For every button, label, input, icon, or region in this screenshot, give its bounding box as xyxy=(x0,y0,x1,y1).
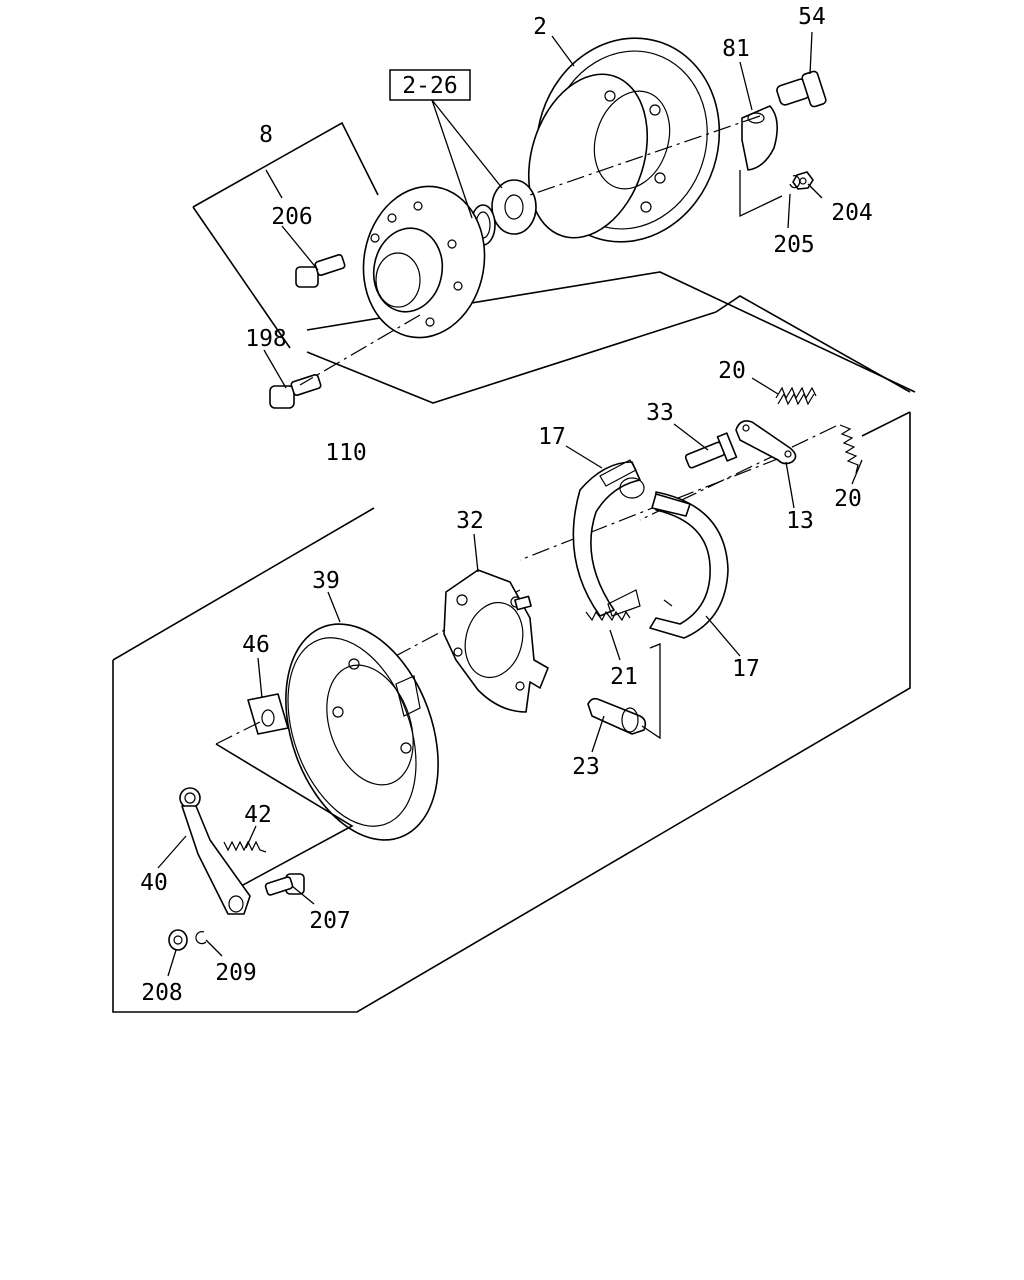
bolt-207 xyxy=(264,873,305,896)
spring-20-lower xyxy=(839,424,859,474)
backing-plate-32 xyxy=(443,569,549,713)
callout-21: 21 xyxy=(610,664,638,690)
callout-204: 204 xyxy=(831,200,873,226)
callout-46: 46 xyxy=(242,632,270,658)
callout-205: 205 xyxy=(773,232,815,258)
callout-20-upper: 20 xyxy=(718,358,746,384)
callout-206: 206 xyxy=(271,204,313,230)
callout-110: 110 xyxy=(325,440,367,466)
callout-2-26: 2-26 xyxy=(402,73,457,99)
callout-33: 33 xyxy=(646,400,674,426)
callout-13: 13 xyxy=(786,508,814,534)
callout-20-lower: 20 xyxy=(834,486,862,512)
brake-shoe-lower xyxy=(649,491,729,639)
lower-group-frame xyxy=(112,295,911,1013)
lever-frame xyxy=(215,743,354,893)
brake-shoe-upper xyxy=(572,459,645,617)
leader-lines xyxy=(157,31,863,977)
callout-42: 42 xyxy=(244,802,272,828)
hub-flange xyxy=(362,185,486,339)
spring-42 xyxy=(223,840,267,853)
bolt-198 xyxy=(269,373,322,409)
spring-20-upper xyxy=(775,386,817,406)
callout-8: 8 xyxy=(259,122,273,148)
spring-21 xyxy=(585,610,631,622)
brake-drum xyxy=(527,37,721,243)
dust-cover-39 xyxy=(285,623,439,841)
callout-208: 208 xyxy=(141,980,183,1006)
callout-198: 198 xyxy=(245,326,287,352)
bracket-81 xyxy=(741,105,778,171)
callout-81: 81 xyxy=(722,36,750,62)
bolt-206 xyxy=(295,253,346,288)
strut-13 xyxy=(735,420,797,465)
callout-2: 2 xyxy=(533,14,547,40)
washer-209 xyxy=(195,931,207,945)
hub-nut xyxy=(491,179,537,235)
callout-39: 39 xyxy=(312,568,340,594)
callout-209: 209 xyxy=(215,960,257,986)
nut-208 xyxy=(168,929,188,951)
adjuster-23 xyxy=(587,643,661,740)
callout-207: 207 xyxy=(309,908,351,934)
lever-40 xyxy=(179,787,251,915)
callout-2-26-box xyxy=(389,69,471,101)
callout-32: 32 xyxy=(456,508,484,534)
lower-center-line xyxy=(215,721,261,745)
callout-40: 40 xyxy=(140,870,168,896)
callout-17-lower: 17 xyxy=(732,656,760,682)
washer-205 xyxy=(789,175,801,189)
bolt-54 xyxy=(776,70,827,108)
pin-33 xyxy=(684,432,738,469)
callout-23: 23 xyxy=(572,754,600,780)
plate-46 xyxy=(247,693,289,735)
callout-54: 54 xyxy=(798,4,826,30)
callout-17-upper: 17 xyxy=(538,424,566,450)
